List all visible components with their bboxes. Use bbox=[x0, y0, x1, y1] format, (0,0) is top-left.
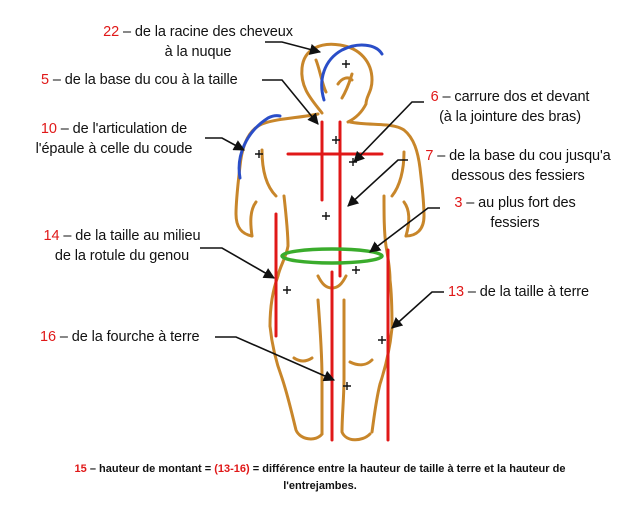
label-3-text-2: fessiers bbox=[490, 215, 540, 231]
callout-arrows bbox=[200, 41, 444, 382]
label-3-number: 3 bbox=[454, 195, 463, 211]
footer-formula: (13-16) bbox=[214, 463, 250, 475]
label-13: 13 – de la taille à terre bbox=[448, 282, 589, 302]
arrow-14 bbox=[200, 247, 275, 279]
arrow-7 bbox=[347, 159, 408, 207]
label-3-text: – au plus fort des bbox=[462, 195, 576, 211]
label-14-text: – de la taille au milieu bbox=[59, 228, 201, 244]
hip-circumference bbox=[280, 247, 384, 265]
label-6-number: 6 bbox=[430, 89, 439, 105]
label-5-number: 5 bbox=[41, 72, 49, 88]
label-3: 3 – au plus fort des fessiers bbox=[438, 193, 592, 233]
plus-markers bbox=[255, 60, 386, 390]
label-10-text: – de l'articulation de bbox=[56, 121, 188, 137]
label-6-text-2: (à la jointure des bras) bbox=[439, 109, 581, 125]
label-16-number: 16 bbox=[40, 329, 56, 345]
hair-arcs bbox=[237, 43, 384, 180]
label-5-text: – de la base du cou à la taille bbox=[48, 72, 238, 88]
label-22-number: 22 bbox=[103, 24, 120, 40]
label-10-number: 10 bbox=[40, 121, 57, 137]
label-22-text: – de la racine des cheveux bbox=[119, 24, 293, 40]
footer-number: 15 bbox=[74, 463, 87, 475]
measure-lines bbox=[274, 120, 390, 442]
label-6-text: – carrure dos et devant bbox=[438, 89, 590, 105]
label-10-text-2: l'épaule à celle du coude bbox=[35, 141, 193, 157]
label-22: 22 – de la racine des cheveux à la nuque bbox=[92, 22, 304, 62]
label-22-text-2: à la nuque bbox=[164, 44, 232, 60]
label-16: 16 – de la fourche à terre bbox=[40, 327, 200, 347]
arrow-13 bbox=[391, 291, 444, 329]
arrow-3 bbox=[369, 207, 440, 253]
arrow-16 bbox=[215, 336, 336, 382]
label-5: 5 – de la base du cou à la taille bbox=[41, 70, 238, 90]
arrow-10 bbox=[205, 137, 245, 151]
label-6: 6 – carrure dos et devant (à la jointure… bbox=[410, 87, 610, 127]
label-7-text: – de la base du cou jusqu'a bbox=[433, 148, 611, 164]
arrow-6 bbox=[353, 101, 424, 163]
label-16-text: – de la fourche à terre bbox=[55, 329, 200, 345]
label-14: 14 – de la taille au milieu de la rotule… bbox=[24, 226, 220, 266]
label-13-text: – de la taille à terre bbox=[463, 284, 589, 300]
arrow-22 bbox=[265, 41, 322, 55]
footer-note: 15 – hauteur de montant = (13-16) = diff… bbox=[0, 461, 640, 495]
label-10: 10 – de l'articulation de l'épaule à cel… bbox=[6, 119, 222, 159]
label-7-number: 7 bbox=[425, 148, 434, 164]
arrow-5 bbox=[262, 79, 319, 125]
label-7-text-2: dessous des fessiers bbox=[451, 168, 585, 184]
footer-text-2: = différence entre la hauteur de taille … bbox=[249, 463, 566, 475]
body-outline bbox=[234, 42, 426, 442]
label-14-text-2: de la rotule du genou bbox=[54, 248, 190, 264]
footer-text-3: l'entrejambes. bbox=[283, 480, 357, 492]
label-14-number: 14 bbox=[43, 228, 60, 244]
label-7: 7 – de la base du cou jusqu'a dessous de… bbox=[404, 146, 632, 186]
footer-text-1: – hauteur de montant = bbox=[86, 463, 215, 475]
label-13-number: 13 bbox=[448, 284, 464, 300]
